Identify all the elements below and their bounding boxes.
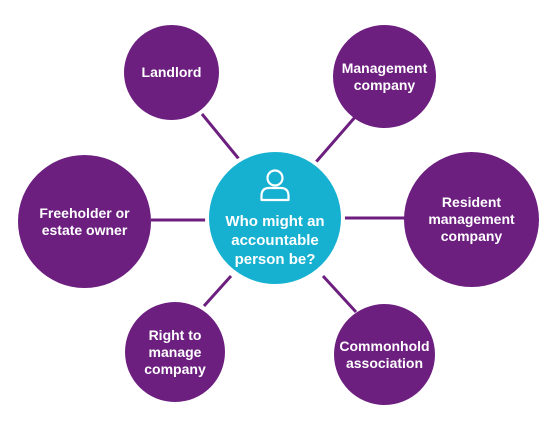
node-management-company-label: Management company [341,59,428,93]
node-commonhold-label: Commonhold association [339,337,430,371]
connector-right-to-manage [202,274,233,308]
node-management-company: Management company [333,25,436,128]
node-commonhold: Commonhold association [334,304,435,405]
connector-landlord [200,113,245,165]
connector-commonhold [321,274,358,314]
node-right-to-manage: Right to manage company [125,302,225,402]
node-resident-management-label: Resident management company [428,194,515,244]
node-right-to-manage-label: Right to manage company [144,326,206,377]
node-freeholder-label: Freeholder or estate owner [39,204,130,238]
center-node: Who might an accountable person be? [205,148,345,288]
person-icon [260,168,290,201]
node-freeholder: Freeholder or estate owner [18,155,151,288]
node-landlord: Landlord [124,25,219,120]
connector-management-company [314,115,358,163]
node-landlord-label: Landlord [141,64,202,80]
node-resident-management: Resident management company [404,152,539,287]
center-label: Who might an accountable person be? [225,212,325,268]
